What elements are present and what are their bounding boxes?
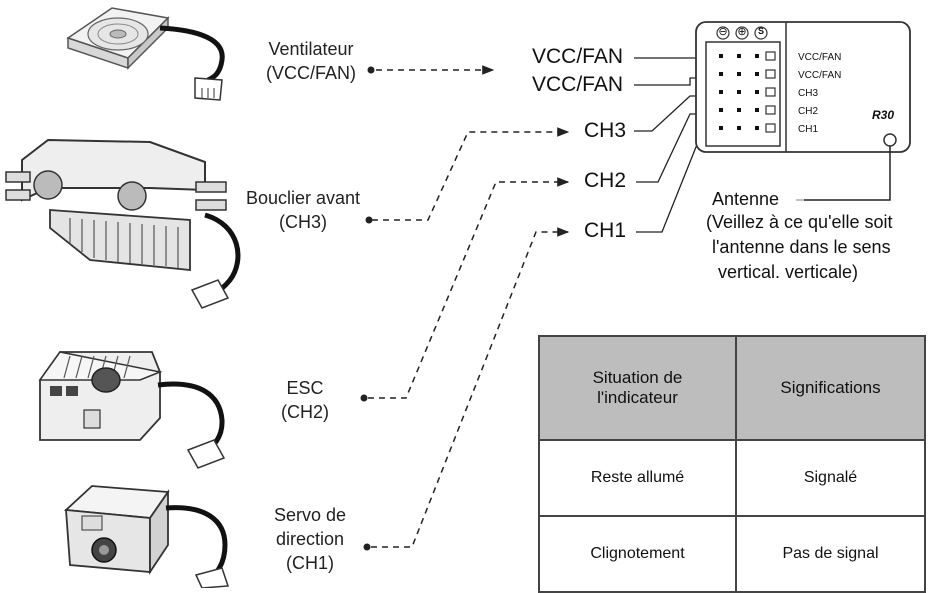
- receiver-minus-symbol: ⊖: [718, 26, 728, 38]
- bumper-name: Bouclier avant: [245, 188, 361, 208]
- receiver-r30: [695, 21, 911, 201]
- table-cell: Clignotement: [538, 515, 737, 593]
- bumper-connection-dot: [365, 216, 373, 224]
- port-label-ch1: CH1: [584, 219, 627, 242]
- receiver-pin-label: CH2: [798, 106, 819, 117]
- fan-connection-dot: [367, 66, 375, 74]
- port-label-vccfan: VCC/FAN: [532, 73, 624, 96]
- antenna-note-line: (Veillez à ce qu'elle soit: [706, 212, 893, 232]
- table-cell: Signalé: [735, 439, 926, 517]
- servo-device-image: [63, 485, 230, 588]
- antenna-note-line: l'antenne dans le sens: [712, 237, 891, 257]
- receiver-pin-label: CH3: [798, 88, 819, 99]
- bumper-connection-line: [372, 127, 570, 221]
- fan-label: Ventilateur (VCC/FAN): [246, 37, 376, 85]
- table-row: Reste allumé Signalé: [538, 439, 926, 517]
- servo-connection-dot: [363, 543, 371, 551]
- esc-channel: (CH2): [281, 402, 329, 422]
- receiver-pin-label: VCC/FAN: [798, 70, 842, 81]
- receiver-pin-label: CH1: [798, 124, 819, 135]
- antenna-wire: [804, 146, 891, 201]
- receiver-signal-symbol: S: [757, 26, 764, 36]
- table-row: Clignotement Pas de signal: [538, 515, 926, 593]
- receiver-pin-label: VCC/FAN: [798, 52, 842, 63]
- esc-connection-dot: [360, 394, 368, 402]
- port-label-ch3: CH3: [584, 119, 627, 142]
- indicator-status-table: Situation de l'indicateur Significations…: [538, 335, 926, 593]
- receiver-model-label: R30: [872, 108, 895, 122]
- table-header-row: Situation de l'indicateur Significations: [538, 335, 926, 441]
- servo-label: Servo de direction (CH1): [260, 503, 360, 575]
- fan-name: Ventilateur: [268, 39, 354, 59]
- antenna-note-line: vertical. verticale): [718, 262, 859, 282]
- port-label-ch2: CH2: [584, 169, 627, 192]
- port-label-vccfan: VCC/FAN: [532, 45, 624, 68]
- bumper-channel: (CH3): [279, 212, 327, 232]
- table-header-situation: Situation de l'indicateur: [538, 335, 737, 441]
- fan-device-image: [66, 7, 225, 101]
- esc-label: ESC (CH2): [260, 376, 350, 424]
- receiver-plus-symbol: ⊕: [737, 26, 747, 38]
- table-cell: Reste allumé: [538, 439, 737, 517]
- table-cell: Pas de signal: [735, 515, 926, 593]
- servo-channel: (CH1): [286, 553, 334, 573]
- servo-connection-line: [371, 227, 570, 548]
- bumper-device-image: [5, 138, 241, 309]
- servo-name: Servo de: [273, 505, 347, 525]
- antenna-label: Antenne: [712, 189, 780, 209]
- fan-channel: (VCC/FAN): [266, 63, 356, 83]
- esc-name: ESC: [286, 378, 324, 398]
- bumper-label: Bouclier avant (CH3): [238, 186, 368, 234]
- esc-connection-line: [368, 177, 570, 399]
- servo-name-line2: direction: [275, 529, 345, 549]
- esc-device-image: [38, 351, 226, 469]
- antenna-note: (Veillez à ce qu'elle soit l'antenne dan…: [706, 210, 893, 285]
- table-header-significations: Significations: [735, 335, 926, 441]
